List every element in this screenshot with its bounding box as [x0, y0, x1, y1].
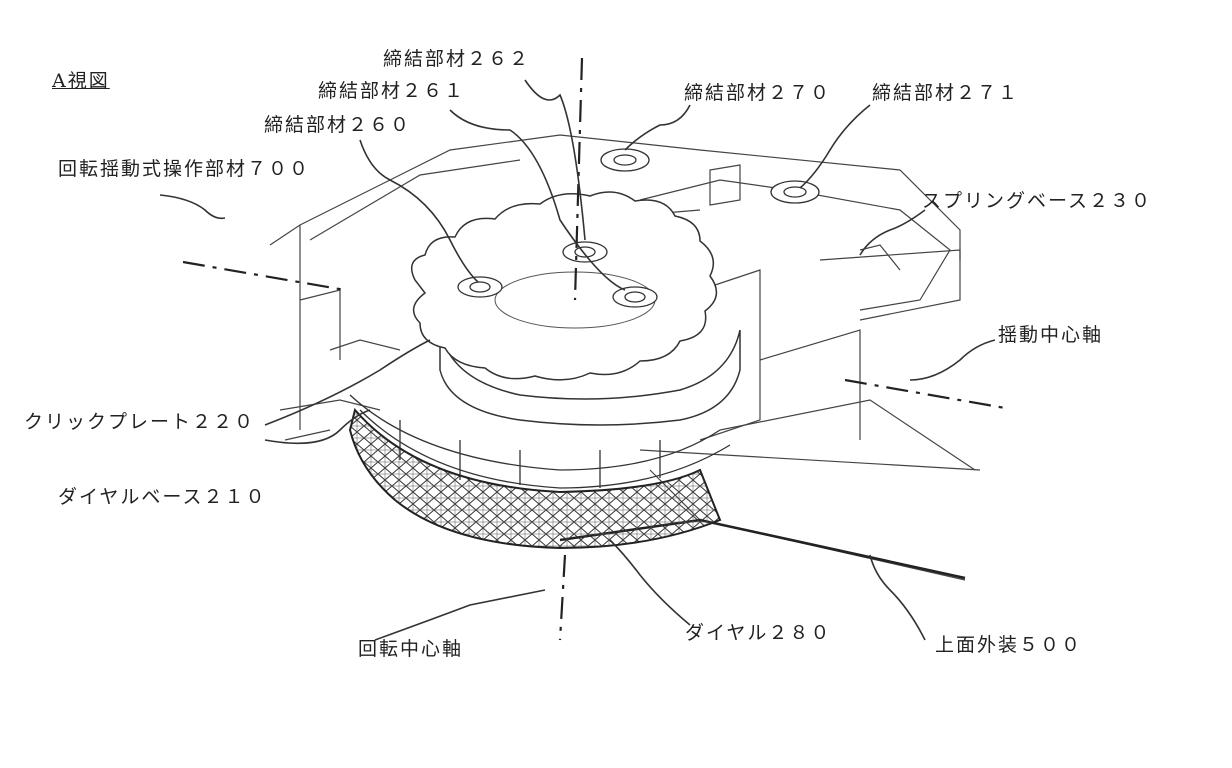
label-click-plate-220: クリックプレート２２０ [24, 411, 256, 433]
leader-lines [159, 79, 996, 641]
label-rotation-axis: 回転中心軸 [358, 638, 464, 660]
label-dial-base-210: ダイヤルベース２１０ [58, 486, 267, 508]
label-top-cover-500: 上面外装５００ [935, 634, 1083, 656]
label-fastener-262: 締結部材２６２ [383, 48, 531, 70]
label-dial-280: ダイヤル２８０ [685, 622, 832, 644]
label-fastener-260: 締結部材２６０ [264, 114, 412, 136]
center-axes [182, 57, 1006, 641]
dial-knurl [348, 407, 722, 550]
label-spring-base-230: スプリングベース２３０ [922, 190, 1153, 212]
click-plate-gear [410, 191, 741, 426]
screws [457, 148, 820, 308]
label-swing-axis: 揺動中心軸 [998, 324, 1104, 346]
view-title: A視図 [52, 70, 110, 92]
label-fastener-270: 締結部材２７０ [684, 82, 832, 104]
housing-outline [269, 134, 981, 581]
label-operation-member-700: 回転揺動式操作部材７００ [58, 158, 311, 180]
dial-base [349, 394, 731, 489]
label-fastener-271: 締結部材２７１ [872, 82, 1020, 104]
label-fastener-261: 締結部材２６１ [318, 80, 466, 102]
